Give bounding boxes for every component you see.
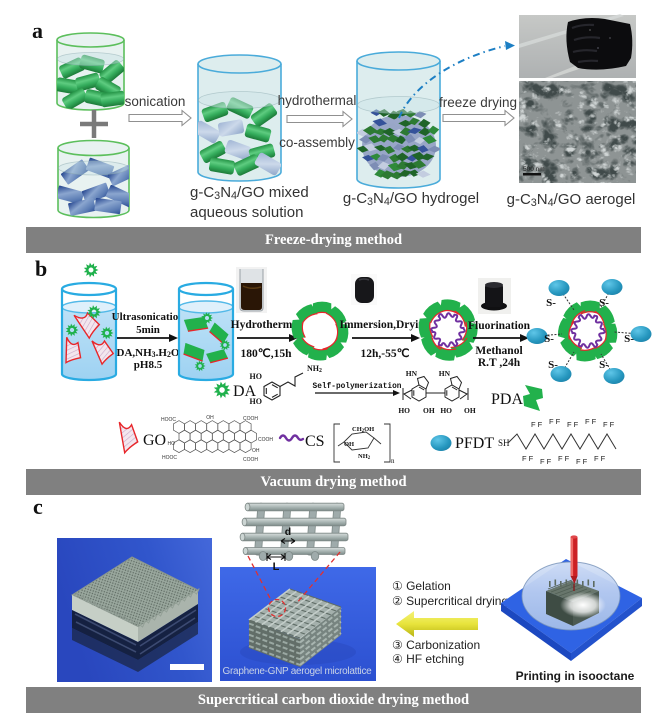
svg-text:S-: S-	[546, 297, 556, 309]
svg-text:Fluorination: Fluorination	[468, 320, 531, 332]
svg-text:OH: OH	[344, 441, 354, 448]
svg-text:n: n	[391, 457, 395, 465]
svg-text:500 nm: 500 nm	[523, 166, 545, 173]
svg-text:HN: HN	[406, 369, 418, 378]
svg-text:Immersion,Drying: Immersion,Drying	[339, 319, 430, 331]
svg-text:HO: HO	[168, 441, 176, 447]
svg-text:OH: OH	[206, 415, 214, 421]
svg-text:F F: F F	[576, 457, 588, 466]
svg-text:S-: S-	[599, 359, 609, 371]
svg-text:180℃,15h: 180℃,15h	[241, 347, 293, 360]
svg-text:Graphene-GNP aerogel microlatt: Graphene-GNP aerogel microlattice	[223, 666, 373, 677]
svg-text:PDA: PDA	[491, 391, 523, 408]
svg-text:g-C3N4/GO hydrogel: g-C3N4/GO hydrogel	[343, 190, 479, 208]
svg-text:Methanol: Methanol	[475, 345, 522, 357]
svg-text:CH2OH: CH2OH	[352, 426, 374, 434]
svg-text:d: d	[285, 526, 291, 538]
svg-text:COOH: COOH	[243, 457, 258, 463]
svg-text:③ Carbonization: ③ Carbonization	[392, 638, 480, 652]
svg-text:④ HF etching: ④ HF etching	[392, 652, 464, 666]
svg-text:S-: S-	[544, 333, 554, 345]
svg-text:sonication: sonication	[125, 94, 186, 109]
svg-text:F F: F F	[531, 420, 543, 429]
svg-text:NH2: NH2	[358, 453, 371, 461]
svg-text:PFDT: PFDT	[455, 435, 494, 452]
svg-text:hydrothermal: hydrothermal	[278, 93, 357, 108]
svg-text:S-: S-	[599, 297, 609, 309]
svg-text:OH: OH	[423, 406, 435, 415]
svg-text:co-assembly: co-assembly	[279, 135, 355, 150]
svg-text:g-C3N4/GO aerogel: g-C3N4/GO aerogel	[507, 191, 636, 209]
svg-text:F F: F F	[549, 417, 561, 426]
svg-text:DA,NH3.H2O: DA,NH3.H2O	[117, 347, 180, 359]
svg-text:aqueous solution: aqueous solution	[190, 204, 303, 221]
svg-text:HO: HO	[440, 406, 452, 415]
svg-text:GO: GO	[143, 432, 166, 449]
svg-text:g-C3N4/GO mixed: g-C3N4/GO mixed	[190, 184, 309, 202]
svg-text:F F: F F	[603, 420, 615, 429]
svg-text:L: L	[273, 561, 280, 573]
svg-text:Ultrasonication: Ultrasonication	[112, 311, 185, 323]
svg-text:OH: OH	[252, 448, 260, 454]
svg-text:F F: F F	[558, 454, 570, 463]
svg-text:F F: F F	[522, 454, 534, 463]
svg-text:pH8.5: pH8.5	[134, 359, 163, 371]
svg-text:R.T ,24h: R.T ,24h	[478, 357, 521, 369]
svg-text:CS: CS	[305, 433, 325, 450]
svg-text:SH: SH	[498, 438, 510, 448]
svg-text:S-: S-	[624, 333, 634, 345]
svg-text:② Supercritical drying: ② Supercritical drying	[392, 594, 508, 608]
svg-text:NH2: NH2	[307, 364, 322, 374]
svg-text:S-: S-	[548, 359, 558, 371]
svg-text:OH: OH	[464, 406, 476, 415]
svg-text:freeze drying: freeze drying	[439, 95, 517, 110]
svg-text:Self-polymerization: Self-polymerization	[313, 383, 402, 391]
svg-text:COOH: COOH	[258, 437, 273, 443]
svg-text:① Gelation: ① Gelation	[392, 579, 451, 593]
svg-text:Hydrothermal: Hydrothermal	[231, 319, 302, 331]
svg-text:HN: HN	[439, 369, 451, 378]
svg-text:F F: F F	[585, 417, 597, 426]
svg-text:HOOC: HOOC	[161, 417, 176, 423]
svg-text:F F: F F	[567, 420, 579, 429]
svg-text:HO: HO	[250, 372, 262, 381]
svg-text:COOH: COOH	[243, 416, 258, 422]
svg-text:12h,-55℃: 12h,-55℃	[360, 347, 409, 360]
svg-text:F F: F F	[540, 457, 552, 466]
svg-text:DA: DA	[233, 383, 257, 400]
svg-text:HO: HO	[250, 397, 262, 406]
svg-text:5min: 5min	[136, 324, 160, 336]
svg-text:HO: HO	[398, 406, 410, 415]
svg-text:F F: F F	[594, 454, 606, 463]
svg-text:Printing in isooctane: Printing in isooctane	[516, 669, 635, 683]
svg-text:HOOC: HOOC	[162, 455, 177, 461]
